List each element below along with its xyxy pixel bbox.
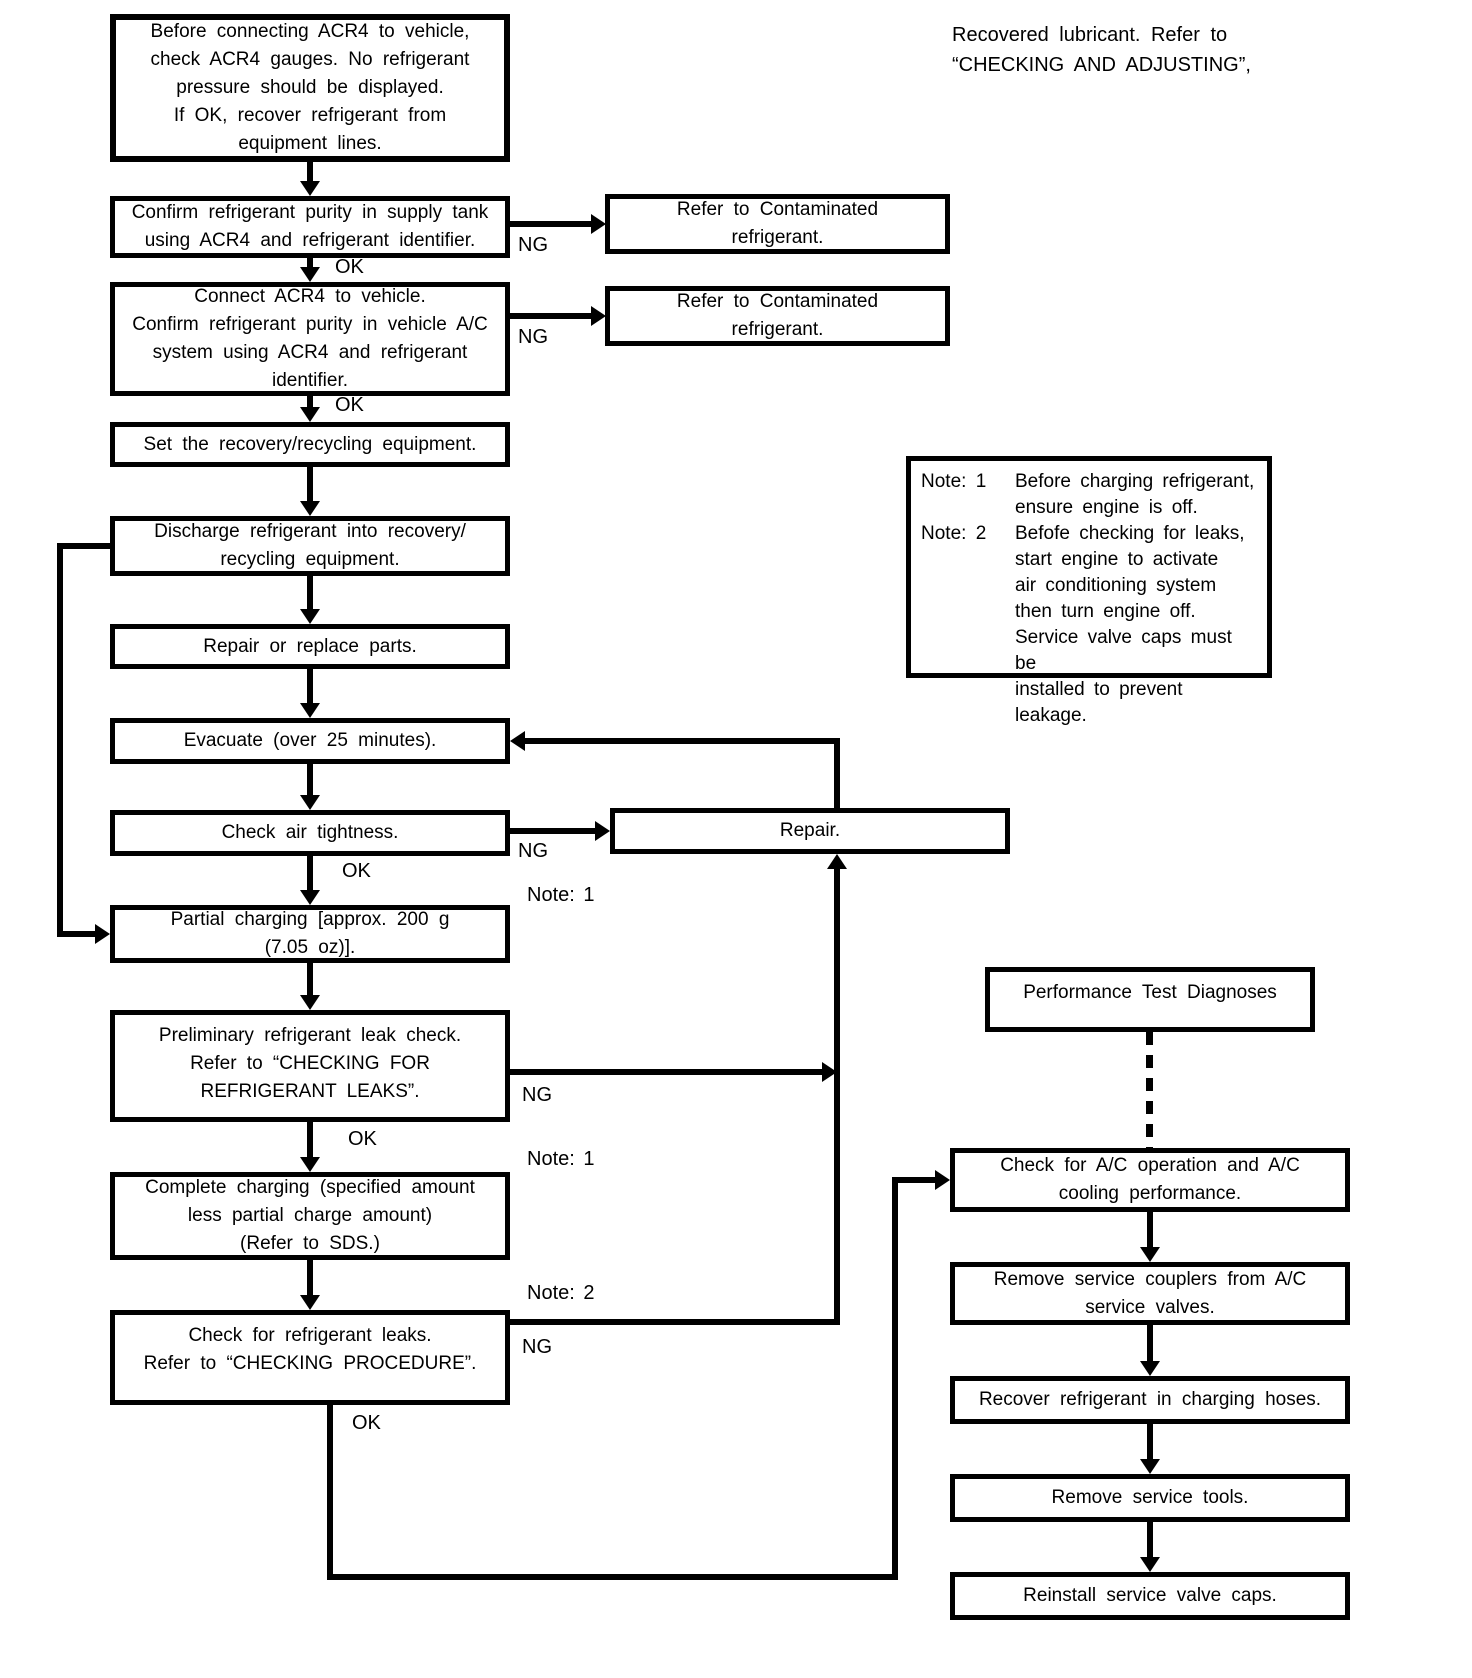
line-ng-collector — [834, 868, 840, 1325]
arrowhead — [1140, 1459, 1160, 1474]
flow-box-ac-operation: Check for A/C operation and A/C cooling … — [950, 1148, 1350, 1212]
label-ok-preliminary: OK — [348, 1128, 377, 1150]
flow-box-complete-charging: Complete charging (specified amount less… — [110, 1172, 510, 1260]
arrowhead — [300, 501, 320, 516]
label-note1-preliminary: Note: 1 — [527, 1148, 595, 1170]
arrow-connect-to-set — [307, 396, 313, 408]
arrow-repairparts-to-evacuate — [307, 669, 313, 704]
line-ng-checkleaks — [510, 1319, 840, 1325]
flow-box-recover-hoses: Recover refrigerant in charging hoses. — [950, 1376, 1350, 1424]
flow-box-repair: Repair. — [610, 808, 1010, 854]
arrowhead — [1140, 1361, 1160, 1376]
arrowhead — [595, 821, 610, 841]
label-ok-supply: OK — [335, 256, 364, 278]
flow-box-confirm-supply: Confirm refrigerant purity in supply tan… — [110, 196, 510, 258]
recovered-lubricant-note: Recovered lubricant. Refer to “CHECKING … — [952, 24, 1251, 76]
arrowhead — [300, 1295, 320, 1310]
arrowhead — [827, 854, 847, 869]
arrow-complete-to-checkleaks — [307, 1260, 313, 1296]
arrowhead — [1140, 1557, 1160, 1572]
arrowhead — [510, 731, 525, 751]
flow-box-performance-test: Performance Test Diagnoses — [985, 967, 1315, 1032]
flow-box-start: Before connecting ACR4 to vehicle, check… — [110, 14, 510, 162]
label-ok-leaks: OK — [352, 1412, 381, 1434]
line-repair-return-horizontal — [524, 738, 840, 744]
line-ok-drop — [327, 1405, 333, 1580]
arrowhead — [1140, 1247, 1160, 1262]
arrowhead — [591, 306, 606, 326]
line-dashed-performance — [1146, 1032, 1153, 1148]
arrow-preliminary-to-complete — [307, 1122, 313, 1158]
line-repair-return-vertical — [834, 744, 840, 808]
arrow-evacuate-to-checkair — [307, 764, 313, 796]
arrow-checkair-to-partial — [307, 856, 313, 891]
flow-box-set-equipment: Set the recovery/recycling equipment. — [110, 422, 510, 467]
arrow-set-to-discharge — [307, 467, 313, 502]
arrow-tools-to-caps — [1147, 1522, 1153, 1558]
arrow-start-to-confirm — [307, 162, 313, 182]
line-ok-bottom — [327, 1574, 898, 1580]
arrow-hoses-to-tools — [1147, 1424, 1153, 1460]
label-note1-air: Note: 1 — [527, 884, 595, 906]
label-ng-supply: NG — [518, 234, 548, 256]
flow-box-discharge: Discharge refrigerant into recovery/ rec… — [110, 516, 510, 576]
note-2-label: Note: 2 — [921, 523, 987, 544]
flow-box-contaminated-2: Refer to Contaminated refrigerant. — [605, 286, 950, 346]
arrow-ng-supply — [510, 221, 591, 227]
arrow-discharge-to-repairparts — [307, 576, 313, 610]
note-1-label: Note: 1 — [921, 471, 987, 492]
line-ok-into-acop — [892, 1177, 936, 1183]
note-1-text: Before charging refrigerant, ensure engi… — [1015, 471, 1255, 518]
arrowhead — [300, 1157, 320, 1172]
label-ng-preliminary: NG — [522, 1084, 552, 1106]
note-2-row: Note: 2 Befofe checking for leaks, start… — [921, 521, 1261, 729]
arrowhead — [300, 703, 320, 718]
arrowhead — [95, 924, 110, 944]
note-box: Note: 1 Before charging refrigerant, ens… — [906, 456, 1272, 726]
arrow-couplers-to-hoses — [1147, 1325, 1153, 1362]
arrow-ng-air — [510, 828, 596, 834]
flow-box-reinstall-caps: Reinstall service valve caps. — [950, 1572, 1350, 1620]
label-ok-air: OK — [342, 860, 371, 882]
flow-box-preliminary-check: Preliminary refrigerant leak check. Refe… — [110, 1010, 510, 1122]
arrow-partial-to-preliminary — [307, 963, 313, 996]
arrow-acop-to-couplers — [1147, 1212, 1153, 1248]
flow-box-remove-tools: Remove service tools. — [950, 1474, 1350, 1522]
arrowhead — [300, 267, 320, 282]
line-ok-rise — [892, 1177, 898, 1580]
flow-box-partial-charging: Partial charging [approx. 200 g (7.05 oz… — [110, 905, 510, 963]
label-ng-vehicle: NG — [518, 326, 548, 348]
arrow-confirm-to-connect — [307, 258, 313, 268]
line-bypass-top — [57, 543, 110, 549]
arrowhead — [300, 181, 320, 196]
arrowhead — [300, 407, 320, 422]
flow-box-repair-parts: Repair or replace parts. — [110, 624, 510, 669]
arrowhead — [591, 214, 606, 234]
line-bypass-vertical — [57, 543, 63, 937]
flow-box-contaminated-1: Refer to Contaminated refrigerant. — [605, 194, 950, 254]
flow-box-check-air: Check air tightness. — [110, 810, 510, 856]
label-ok-vehicle: OK — [335, 394, 364, 416]
label-ng-air: NG — [518, 840, 548, 862]
arrow-ng-vehicle — [510, 313, 591, 319]
note-1-row: Note: 1 Before charging refrigerant, ens… — [921, 469, 1261, 521]
line-bypass-bottom — [57, 931, 96, 937]
note-2-text: Befofe checking for leaks, start engine … — [1015, 523, 1245, 726]
flow-box-evacuate: Evacuate (over 25 minutes). — [110, 718, 510, 764]
arrowhead — [300, 609, 320, 624]
arrow-ng-preliminary — [510, 1069, 823, 1075]
label-ng-leaks: NG — [522, 1336, 552, 1358]
flow-box-connect-vehicle: Connect ACR4 to vehicle. Confirm refrige… — [110, 282, 510, 396]
flow-box-remove-couplers: Remove service couplers from A/C service… — [950, 1262, 1350, 1325]
arrowhead — [300, 890, 320, 905]
arrowhead — [822, 1062, 837, 1082]
flow-box-check-leaks: Check for refrigerant leaks. Refer to “C… — [110, 1310, 510, 1405]
label-note2-leaks: Note: 2 — [527, 1282, 595, 1304]
arrowhead — [300, 995, 320, 1010]
arrowhead — [300, 795, 320, 810]
arrowhead — [935, 1170, 950, 1190]
